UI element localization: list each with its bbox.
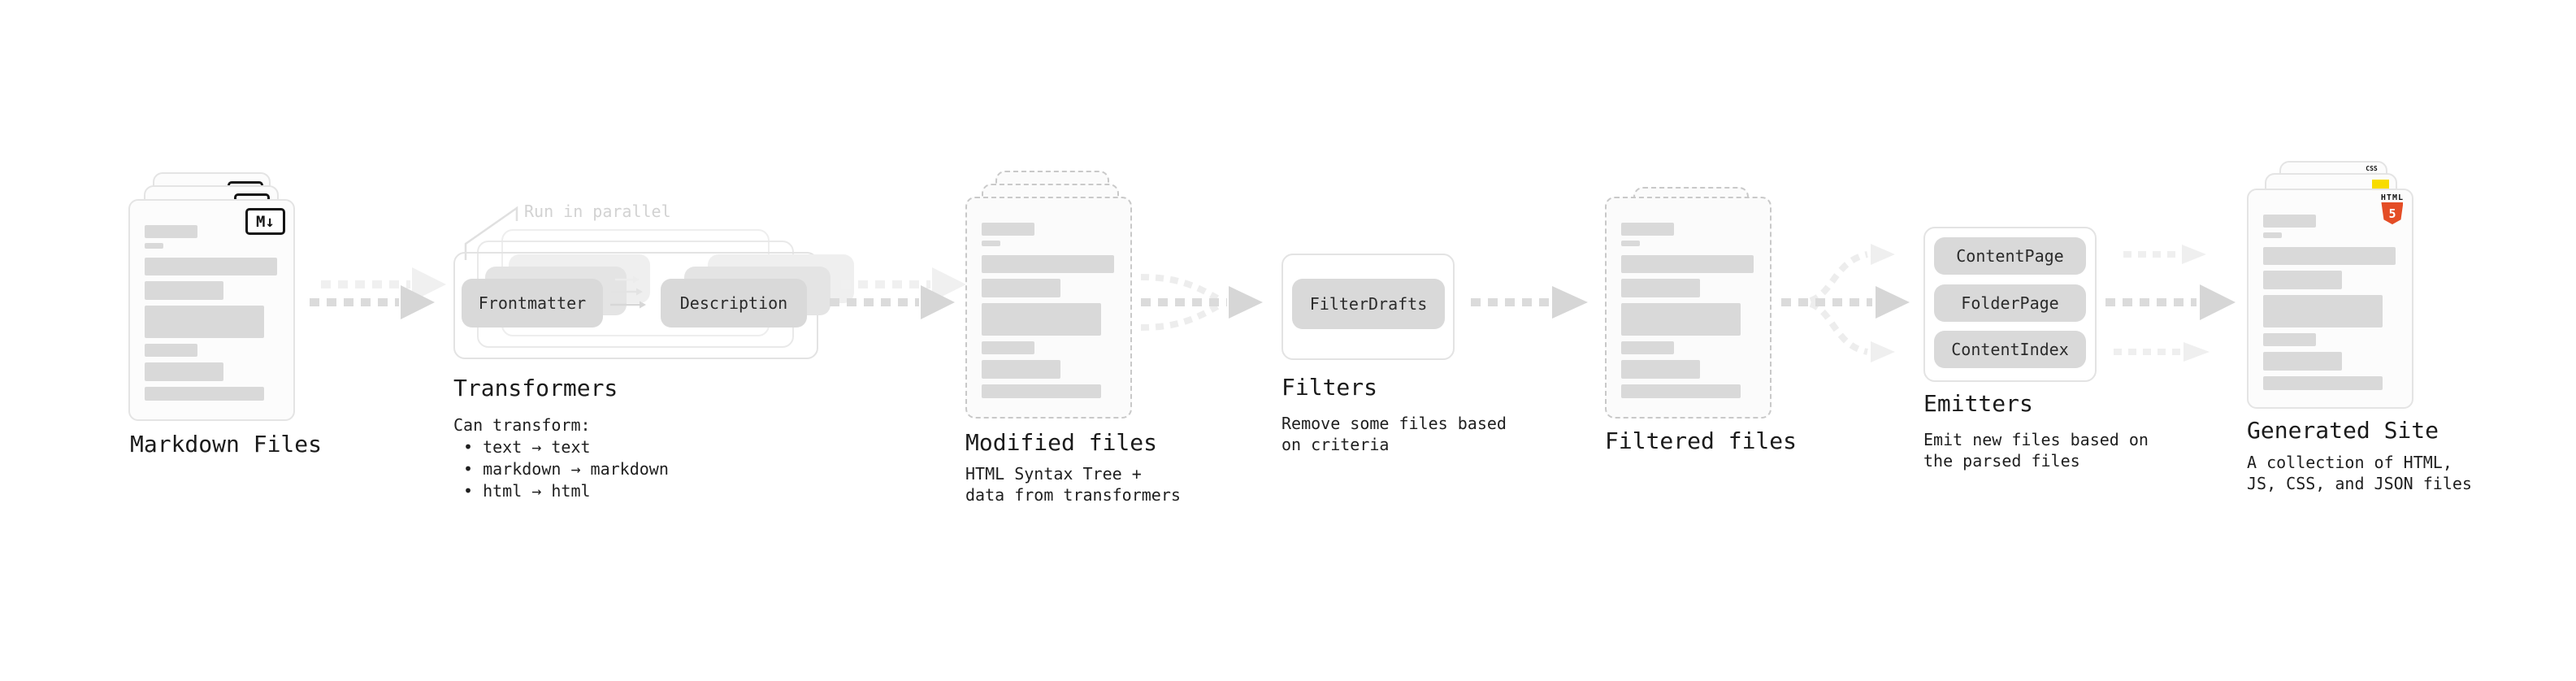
bullet-item: html → html bbox=[463, 480, 669, 502]
text-placeholder-bar bbox=[145, 362, 223, 381]
js-icon bbox=[2372, 180, 2389, 189]
text-placeholder-bar bbox=[982, 341, 1034, 354]
text-placeholder-bar bbox=[145, 387, 264, 401]
text-placeholder-bar bbox=[2263, 352, 2342, 371]
flow-arrow-emitters-to-generated bbox=[2105, 245, 2236, 362]
text-placeholder-bar bbox=[1621, 255, 1754, 273]
text-placeholder-bar bbox=[2263, 247, 2396, 265]
markdown-file-card: M↓ bbox=[128, 199, 295, 421]
html5-icon-shield: 5 bbox=[2381, 202, 2404, 225]
text-placeholder-bar bbox=[1621, 384, 1741, 398]
parallel-note: Run in parallel bbox=[524, 202, 671, 221]
description-pill: Description bbox=[661, 279, 807, 327]
text-placeholder-bar bbox=[982, 279, 1060, 297]
stage-label-filtered: Filtered files bbox=[1605, 427, 1798, 454]
parallel-arrows-icon bbox=[610, 275, 646, 309]
stage-label-transformers: Transformers bbox=[453, 375, 618, 401]
html5-icon: HTML 5 bbox=[2381, 193, 2404, 225]
text-placeholder-bar bbox=[982, 303, 1101, 336]
text-placeholder-bar bbox=[982, 384, 1101, 398]
markdown-icon: M↓ bbox=[245, 208, 285, 235]
text-placeholder-bar bbox=[2263, 333, 2316, 346]
frontmatter-pill: Frontmatter bbox=[462, 279, 603, 327]
bullet-item: text → text bbox=[463, 436, 669, 458]
text-placeholder-bar bbox=[1621, 341, 1674, 354]
filters-frame bbox=[1281, 254, 1455, 360]
generated-file-card: HTML 5 bbox=[2247, 189, 2413, 409]
emitters-desc: Emit new files based on the parsed files bbox=[1923, 430, 2149, 471]
text-placeholder-bar bbox=[2263, 295, 2383, 327]
stage-label-emitters: Emitters bbox=[1923, 390, 2033, 417]
flow-arrow-transformers-to-modified bbox=[830, 267, 966, 319]
transformers-bullet-list: text → text markdown → markdown html → h… bbox=[463, 436, 669, 502]
text-placeholder-bar bbox=[1621, 360, 1700, 379]
html5-icon-label: HTML bbox=[2380, 193, 2404, 202]
text-placeholder-bar bbox=[982, 241, 1000, 246]
stage-label-filters: Filters bbox=[1281, 374, 1378, 401]
text-placeholder-bar bbox=[2263, 232, 2282, 238]
text-placeholder-bar bbox=[145, 258, 277, 275]
transformers-desc-title: Can transform: bbox=[453, 415, 591, 435]
flow-arrow-markdown-to-transformers bbox=[310, 267, 446, 319]
contentpage-pill: ContentPage bbox=[1934, 237, 2086, 275]
generated-desc: A collection of HTML, JS, CSS, and JSON … bbox=[2247, 453, 2472, 493]
text-placeholder-bar bbox=[2263, 376, 2383, 390]
css-icon-label: CSS bbox=[2366, 165, 2378, 172]
text-placeholder-bar bbox=[145, 306, 264, 338]
emitters-frame bbox=[1923, 227, 2097, 382]
text-placeholder-bar bbox=[145, 344, 197, 357]
text-placeholder-bar bbox=[2263, 215, 2316, 228]
filtered-file-card bbox=[1605, 197, 1772, 419]
text-placeholder-bar bbox=[1621, 223, 1674, 236]
contentindex-pill: ContentIndex bbox=[1934, 331, 2086, 368]
bullet-item: markdown → markdown bbox=[463, 458, 669, 480]
text-placeholder-bar bbox=[2263, 271, 2342, 289]
filterdrafts-pill: FilterDrafts bbox=[1292, 279, 1445, 329]
modified-file-card bbox=[965, 197, 1132, 419]
text-placeholder-bar bbox=[982, 360, 1060, 379]
html5-icon-five: 5 bbox=[2388, 206, 2396, 221]
flow-arrow-filtered-to-emitters bbox=[1781, 244, 1910, 362]
text-placeholder-bar bbox=[982, 255, 1114, 273]
text-placeholder-bar bbox=[145, 243, 163, 249]
flow-arrow-modified-to-filters bbox=[1140, 274, 1263, 331]
text-placeholder-bar bbox=[1621, 241, 1640, 246]
modified-desc: HTML Syntax Tree + data from transformer… bbox=[965, 464, 1181, 505]
text-placeholder-bar bbox=[1621, 279, 1700, 297]
text-placeholder-bar bbox=[1621, 303, 1741, 336]
text-placeholder-bar bbox=[982, 223, 1034, 236]
stage-label-markdown: Markdown Files bbox=[130, 431, 323, 458]
stage-label-modified: Modified files bbox=[965, 429, 1158, 456]
text-placeholder-bar bbox=[145, 281, 223, 300]
filters-desc: Remove some files based on criteria bbox=[1281, 414, 1507, 454]
flow-arrow-filters-to-filtered bbox=[1471, 286, 1588, 319]
stage-label-generated: Generated Site bbox=[2247, 417, 2439, 444]
text-placeholder-bar bbox=[145, 225, 197, 238]
folderpage-pill: FolderPage bbox=[1934, 284, 2086, 322]
